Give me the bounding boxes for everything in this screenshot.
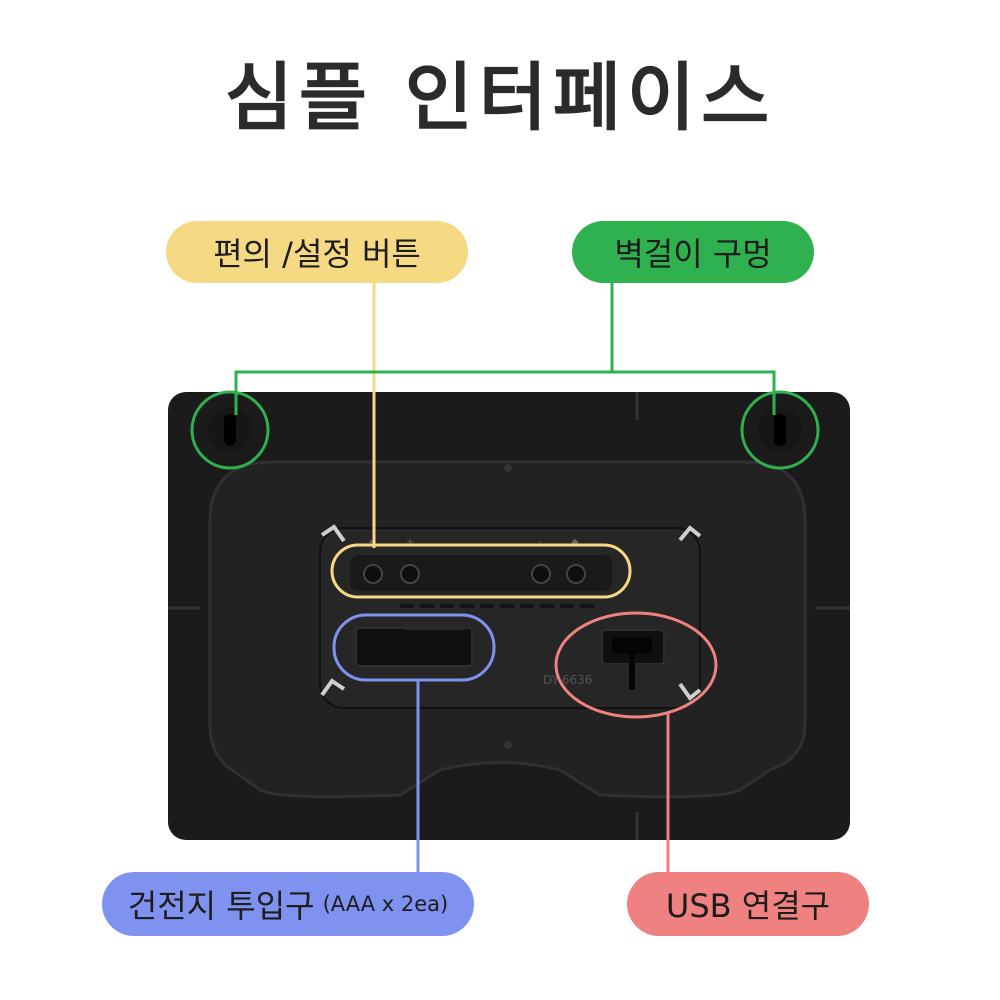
usb-plug	[612, 638, 652, 654]
battery-door-slot	[405, 622, 463, 630]
corner-clip	[678, 525, 702, 542]
callout-battery-label: 건전지 투입구	[127, 887, 315, 925]
corner-clip	[678, 682, 702, 701]
device-button	[531, 564, 551, 584]
callout-usb: USB 연결구	[627, 872, 869, 936]
wall-mount-hole-right	[758, 408, 802, 452]
callout-wall-holes: 벽걸이 구멍	[572, 221, 814, 283]
button-mark: +	[406, 537, 414, 548]
screw-dot	[504, 464, 512, 472]
callout-buttons-label: 편의 /설정 버튼	[213, 235, 421, 273]
callout-battery-sub: (AAA x 2ea)	[322, 892, 449, 916]
screw-dot	[504, 741, 512, 749]
callout-buttons: 편의 /설정 버튼	[166, 221, 468, 283]
device-button	[363, 564, 383, 584]
button-mark: ◆	[571, 537, 579, 548]
highlight-buttons	[330, 543, 632, 599]
device-button	[566, 564, 586, 584]
highlight-hole-left	[190, 390, 270, 470]
callout-wall-holes-label: 벽걸이 구멍	[614, 235, 772, 273]
button-mark: -	[538, 537, 542, 548]
battery-door	[355, 627, 473, 667]
vent-slits	[400, 604, 594, 608]
callout-battery: 건전지 투입구 (AAA x 2ea)	[102, 872, 474, 936]
highlight-battery	[332, 613, 496, 682]
device-button	[400, 564, 420, 584]
highlight-usb	[554, 611, 718, 719]
callout-usb-label: USB 연결구	[665, 887, 831, 925]
corner-clip	[320, 678, 346, 697]
highlight-hole-right	[740, 390, 820, 470]
corner-clip	[320, 524, 346, 543]
button-mark: •	[368, 537, 374, 548]
wall-mount-hole-left	[208, 408, 252, 452]
model-label: DY-6636	[543, 673, 592, 687]
page-title: 심플 인터페이스	[224, 55, 776, 141]
